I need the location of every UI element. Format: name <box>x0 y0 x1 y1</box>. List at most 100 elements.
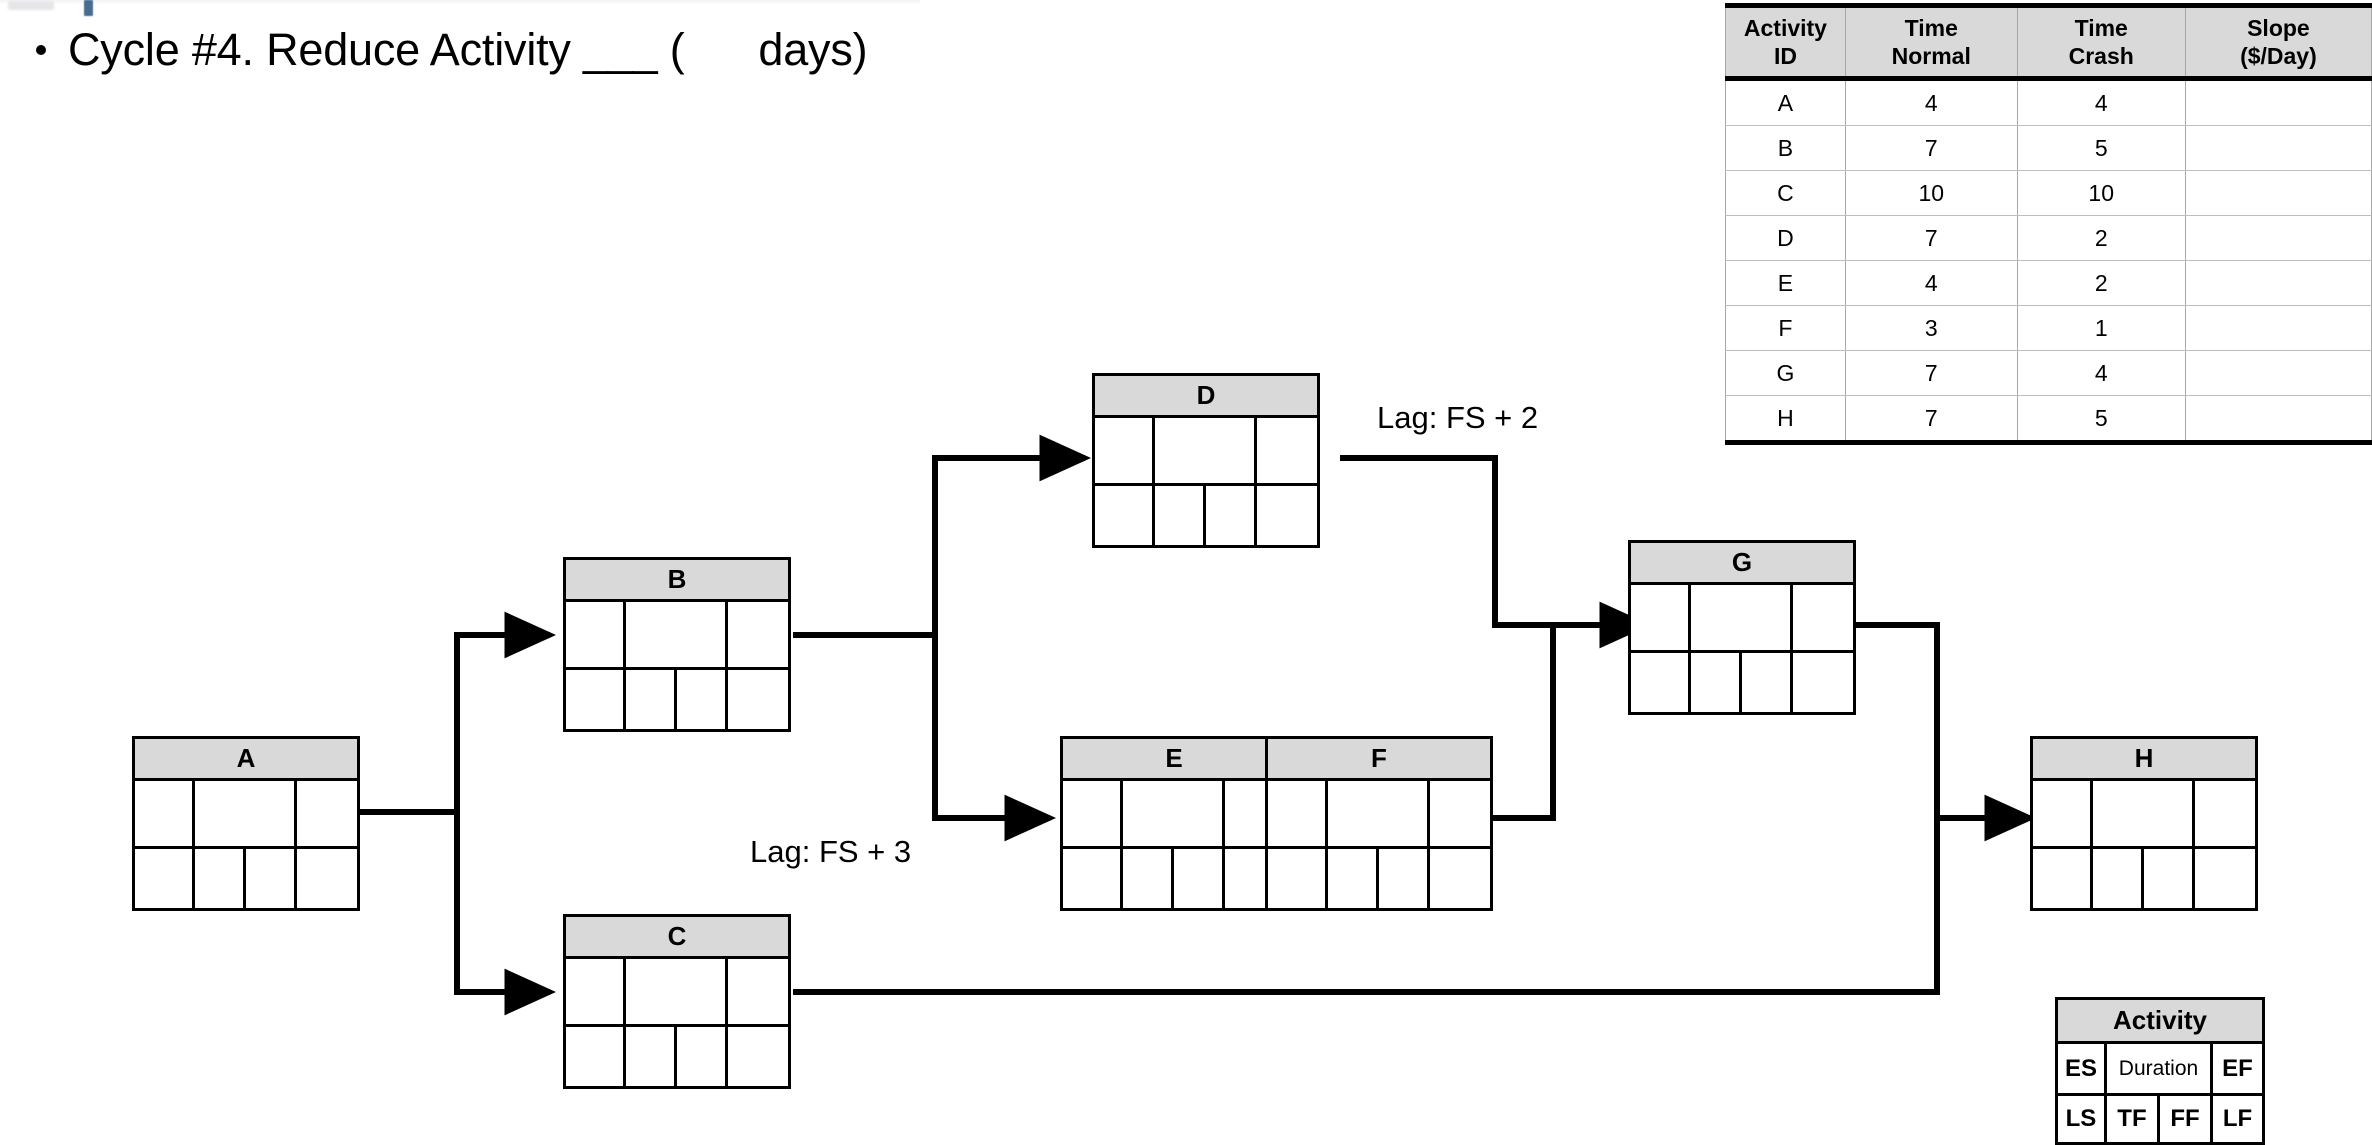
node-d-tf-cell[interactable] <box>1155 486 1206 545</box>
cell-time-crash: 4 <box>2016 350 2186 396</box>
cell-slope[interactable] <box>2184 78 2372 126</box>
page-title: Cycle #4. Reduce Activity ___ ( days) <box>36 18 1336 82</box>
cell-slope[interactable] <box>2184 125 2372 171</box>
legend-es-cell: ES <box>2058 1044 2107 1093</box>
node-h-duration-cell[interactable] <box>2093 781 2196 846</box>
node-d-es-cell[interactable] <box>1095 418 1155 483</box>
cell-time-normal: 7 <box>1844 350 2018 396</box>
cell-slope[interactable] <box>2184 395 2372 445</box>
cell-slope[interactable] <box>2184 305 2372 351</box>
node-f-row-top <box>1268 781 1490 846</box>
node-c-row-bottom <box>566 1024 788 1086</box>
node-a-tf-cell[interactable] <box>195 849 246 908</box>
node-a-duration-cell[interactable] <box>195 781 298 846</box>
node-c-ef-cell[interactable] <box>728 959 788 1024</box>
cell-activity-id: B <box>1725 125 1846 171</box>
node-g-ls-cell[interactable] <box>1631 653 1691 712</box>
node-d-row-top <box>1095 418 1317 483</box>
node-c-tf-cell[interactable] <box>626 1027 677 1086</box>
node-e-tf-cell[interactable] <box>1123 849 1174 908</box>
node-f-tf-cell[interactable] <box>1328 849 1379 908</box>
node-d-ls-cell[interactable] <box>1095 486 1155 545</box>
node-e-ff-cell[interactable] <box>1174 849 1226 908</box>
node-f-ls-cell[interactable] <box>1268 849 1328 908</box>
node-g-tf-cell[interactable] <box>1691 653 1742 712</box>
node-h-es-cell[interactable] <box>2033 781 2093 846</box>
cell-time-crash: 5 <box>2016 125 2186 171</box>
node-f-duration-cell[interactable] <box>1328 781 1431 846</box>
activity-node-g[interactable]: G <box>1628 540 1856 715</box>
cell-time-crash: 5 <box>2016 395 2186 445</box>
node-h-ef-cell[interactable] <box>2195 781 2255 846</box>
legend-title: Activity <box>2058 1000 2262 1044</box>
cell-time-normal: 4 <box>1844 260 2018 306</box>
legend-row-bottom: LS TF FF LF <box>2058 1093 2262 1142</box>
node-a-ef-cell[interactable] <box>297 781 357 846</box>
activity-node-e[interactable]: E <box>1060 736 1288 911</box>
node-b-es-cell[interactable] <box>566 602 626 667</box>
edge-b-to-d <box>932 434 1092 635</box>
cell-activity-id: D <box>1725 215 1846 261</box>
node-h-lf-cell[interactable] <box>2195 849 2255 908</box>
cell-time-normal: 3 <box>1844 305 2018 351</box>
edge-b-to-e <box>932 635 1057 842</box>
cell-slope[interactable] <box>2184 215 2372 261</box>
node-e-es-cell[interactable] <box>1063 781 1123 846</box>
node-f-ff-cell[interactable] <box>1379 849 1431 908</box>
node-b-lf-cell[interactable] <box>728 670 788 729</box>
node-g-ff-cell[interactable] <box>1742 653 1794 712</box>
node-b-ef-cell[interactable] <box>728 602 788 667</box>
node-c-duration-cell[interactable] <box>626 959 729 1024</box>
node-d-lf-cell[interactable] <box>1257 486 1317 545</box>
node-c-ff-cell[interactable] <box>677 1027 729 1086</box>
cell-slope[interactable] <box>2184 260 2372 306</box>
activity-node-f[interactable]: F <box>1265 736 1493 911</box>
cell-slope[interactable] <box>2184 350 2372 396</box>
node-d-duration-cell[interactable] <box>1155 418 1258 483</box>
activity-node-a[interactable]: A <box>132 736 360 911</box>
cell-time-normal: 4 <box>1844 78 2018 126</box>
activity-node-b[interactable]: B <box>563 557 791 732</box>
cell-time-crash: 10 <box>2016 170 2186 216</box>
node-g-ef-cell[interactable] <box>1793 585 1853 650</box>
node-a-ff-cell[interactable] <box>246 849 298 908</box>
node-f-es-cell[interactable] <box>1268 781 1328 846</box>
node-e-ls-cell[interactable] <box>1063 849 1123 908</box>
node-b-tf-cell[interactable] <box>626 670 677 729</box>
cell-slope[interactable] <box>2184 170 2372 216</box>
node-g-duration-cell[interactable] <box>1691 585 1794 650</box>
activity-node-d[interactable]: D <box>1092 373 1320 548</box>
activity-node-c[interactable]: C <box>563 914 791 1089</box>
node-a-lf-cell[interactable] <box>297 849 357 908</box>
node-h-ls-cell[interactable] <box>2033 849 2093 908</box>
node-b-row-top <box>566 602 788 667</box>
node-f-lf-cell[interactable] <box>1430 849 1490 908</box>
activity-node-h[interactable]: H <box>2030 736 2258 911</box>
node-g-es-cell[interactable] <box>1631 585 1691 650</box>
node-e-row-top <box>1063 781 1285 846</box>
node-g-lf-cell[interactable] <box>1793 653 1853 712</box>
node-e-duration-cell[interactable] <box>1123 781 1226 846</box>
node-h-ff-cell[interactable] <box>2144 849 2196 908</box>
node-e-row-bottom <box>1063 846 1285 908</box>
node-a-es-cell[interactable] <box>135 781 195 846</box>
node-f-ef-cell[interactable] <box>1430 781 1490 846</box>
cell-activity-id: C <box>1725 170 1846 216</box>
node-g-label: G <box>1631 543 1853 585</box>
crash-cost-table: Activity ID Time Normal Time Crash Slope… <box>1725 3 2372 445</box>
node-c-es-cell[interactable] <box>566 959 626 1024</box>
node-b-duration-cell[interactable] <box>626 602 729 667</box>
node-d-label: D <box>1095 376 1317 418</box>
node-b-ls-cell[interactable] <box>566 670 626 729</box>
node-d-ef-cell[interactable] <box>1257 418 1317 483</box>
node-c-lf-cell[interactable] <box>728 1027 788 1086</box>
node-h-tf-cell[interactable] <box>2093 849 2144 908</box>
cell-time-normal: 7 <box>1844 125 2018 171</box>
node-d-ff-cell[interactable] <box>1206 486 1258 545</box>
node-a-ls-cell[interactable] <box>135 849 195 908</box>
node-b-ff-cell[interactable] <box>677 670 729 729</box>
edge-a-to-c <box>454 812 557 1016</box>
node-c-ls-cell[interactable] <box>566 1027 626 1086</box>
